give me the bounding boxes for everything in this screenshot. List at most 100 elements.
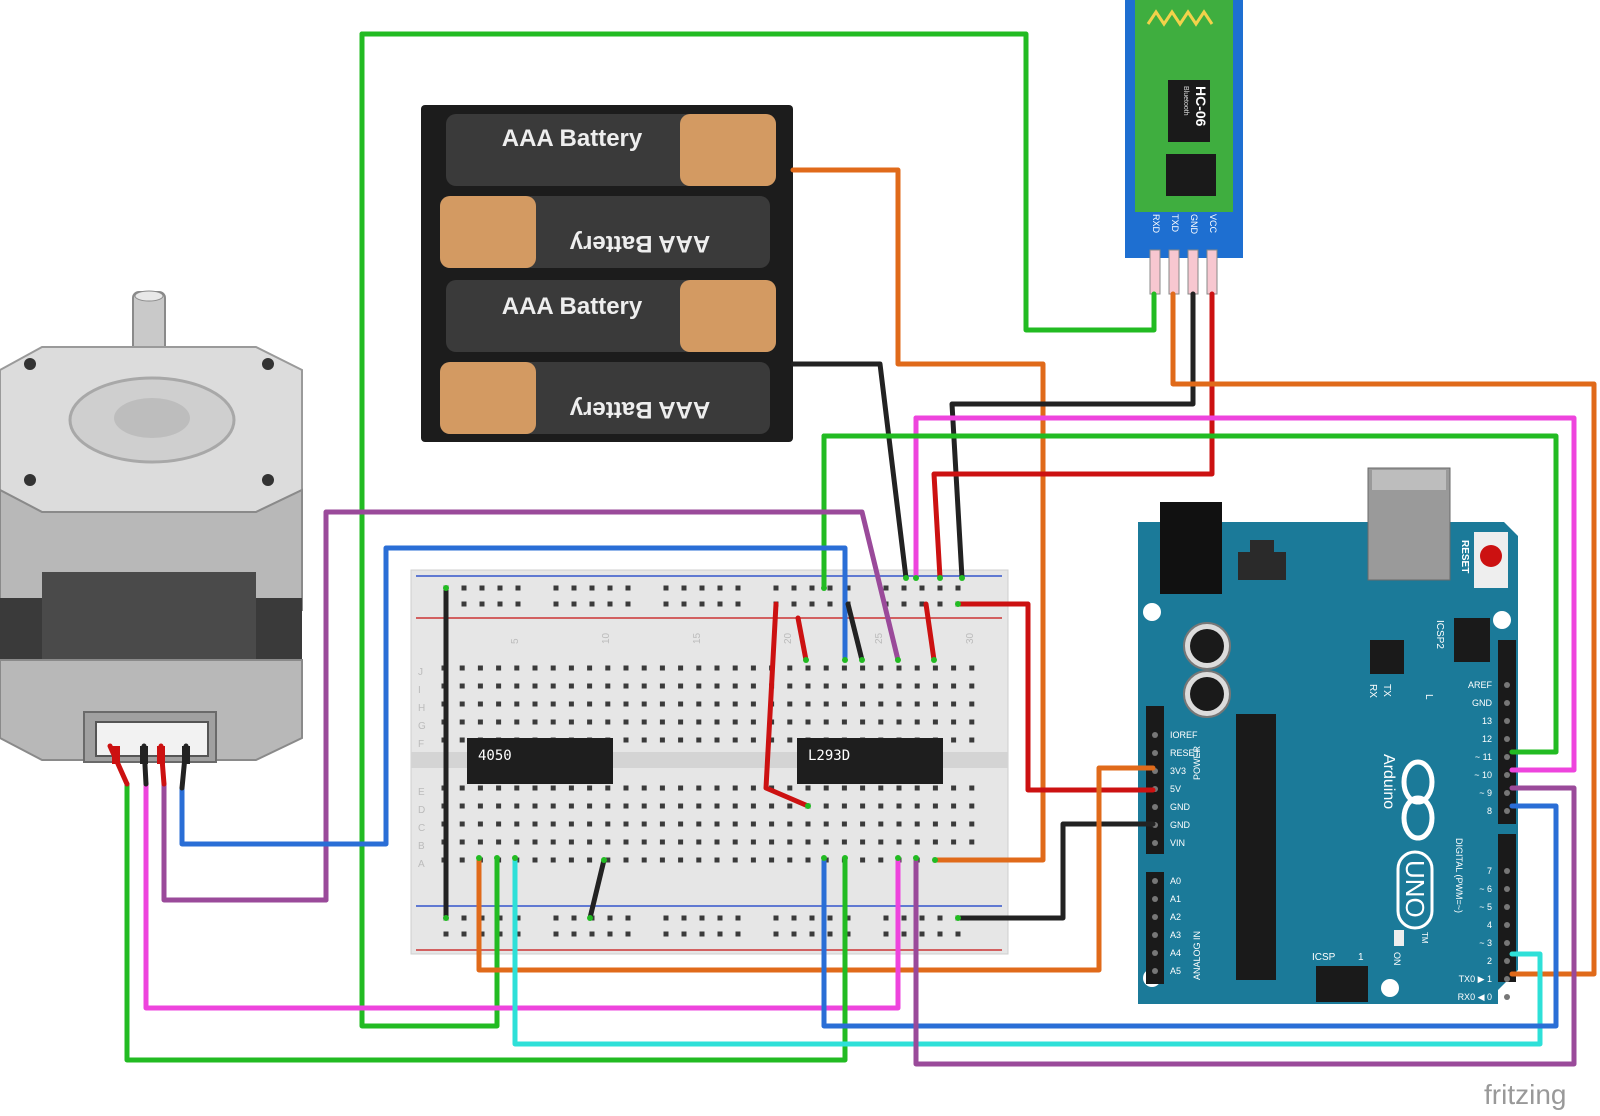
breadboard-rail-hole bbox=[663, 585, 669, 591]
breadboard-hole bbox=[459, 665, 465, 671]
breadboard-hole bbox=[641, 857, 647, 863]
breadboard-hole bbox=[841, 839, 847, 845]
ic-l293d-label: L293D bbox=[808, 748, 850, 764]
breadboard-hole bbox=[696, 701, 702, 707]
breadboard-rail-hole bbox=[883, 931, 889, 937]
breadboard-hole bbox=[896, 665, 902, 671]
breadboard-hole bbox=[714, 821, 720, 827]
wire-end bbox=[587, 915, 593, 921]
breadboard-hole bbox=[550, 701, 556, 707]
breadboard-rail-hole bbox=[663, 931, 669, 937]
purple-wire bbox=[161, 781, 329, 903]
red-wire bbox=[795, 615, 809, 663]
breadboard-hole bbox=[841, 803, 847, 809]
breadboard-hole bbox=[696, 665, 702, 671]
breadboard-hole bbox=[860, 683, 866, 689]
breadboard-hole bbox=[587, 683, 593, 689]
icsp-header bbox=[1316, 966, 1368, 1002]
breadboard-hole bbox=[605, 701, 611, 707]
breadboard-hole bbox=[969, 785, 975, 791]
breadboard-hole bbox=[605, 719, 611, 725]
breadboard-hole bbox=[769, 821, 775, 827]
wire-end bbox=[913, 855, 919, 861]
header-pin bbox=[1152, 968, 1158, 974]
breadboard-hole bbox=[532, 803, 538, 809]
breadboard-rail-hole bbox=[553, 601, 559, 607]
pin-label: ~ 3 bbox=[1479, 938, 1492, 948]
atmega-chip bbox=[1236, 714, 1276, 980]
breadboard-rail-hole bbox=[773, 915, 779, 921]
breadboard-hole bbox=[696, 683, 702, 689]
breadboard-rail-hole bbox=[827, 915, 833, 921]
wire-end bbox=[821, 855, 827, 861]
header-pin bbox=[1152, 840, 1158, 846]
breadboard-rail-hole bbox=[589, 585, 595, 591]
breadboard-hole bbox=[732, 839, 738, 845]
breadboard-hole bbox=[932, 803, 938, 809]
icsp2-header bbox=[1454, 618, 1490, 662]
breadboard-hole bbox=[787, 737, 793, 743]
bb-row-e: E bbox=[418, 787, 425, 798]
bt-pin-vcc: VCC bbox=[1208, 214, 1218, 234]
wire-end bbox=[932, 857, 938, 863]
breadboard-hole bbox=[532, 701, 538, 707]
breadboard-hole bbox=[896, 701, 902, 707]
breadboard-hole bbox=[587, 665, 593, 671]
breadboard-hole bbox=[587, 839, 593, 845]
breadboard-hole bbox=[878, 821, 884, 827]
breadboard-hole bbox=[823, 821, 829, 827]
breadboard-hole bbox=[550, 821, 556, 827]
breadboard-hole bbox=[623, 683, 629, 689]
breadboard-hole bbox=[951, 719, 957, 725]
breadboard-rail-hole bbox=[773, 931, 779, 937]
breadboard-rail-hole bbox=[699, 601, 705, 607]
bt-pin-rxd: RXD bbox=[1151, 214, 1161, 234]
bb-row-i: I bbox=[418, 685, 421, 696]
breadboard-rail-hole bbox=[791, 915, 797, 921]
pin-label: A0 bbox=[1170, 876, 1181, 886]
breadboard-rail-hole bbox=[937, 585, 943, 591]
breadboard-rail-hole bbox=[827, 601, 833, 607]
breadboard-hole bbox=[641, 803, 647, 809]
header-pin bbox=[1152, 750, 1158, 756]
breadboard-hole bbox=[860, 839, 866, 845]
wire-end bbox=[476, 855, 482, 861]
breadboard-hole bbox=[678, 665, 684, 671]
breadboard-hole bbox=[532, 665, 538, 671]
breadboard-hole bbox=[750, 821, 756, 827]
breadboard-hole bbox=[860, 785, 866, 791]
breadboard-hole bbox=[914, 701, 920, 707]
breadboard-hole bbox=[623, 839, 629, 845]
bb-col-25: 25 bbox=[874, 632, 885, 644]
breadboard-hole bbox=[787, 821, 793, 827]
breadboard-hole bbox=[969, 719, 975, 725]
breadboard-hole bbox=[750, 665, 756, 671]
breadboard-hole bbox=[623, 665, 629, 671]
pin-label: TX0 ▶ 1 bbox=[1459, 974, 1492, 984]
red-wire bbox=[158, 743, 167, 787]
black-wire bbox=[845, 601, 865, 663]
header-pin bbox=[1152, 932, 1158, 938]
breadboard-hole bbox=[951, 737, 957, 743]
breadboard-rail-hole bbox=[809, 601, 815, 607]
power-header-label: POWER bbox=[1192, 745, 1202, 780]
pin-label: A3 bbox=[1170, 930, 1181, 940]
bluetooth-chip-label: HC-06 bbox=[1193, 86, 1209, 127]
bb-row-a: A bbox=[418, 859, 425, 870]
header-pin bbox=[1504, 904, 1510, 910]
breadboard-hole bbox=[659, 683, 665, 689]
breadboard-hole bbox=[805, 683, 811, 689]
breadboard-rail-hole bbox=[607, 931, 613, 937]
breadboard-hole bbox=[623, 803, 629, 809]
breadboard-hole bbox=[496, 701, 502, 707]
breadboard-rail-hole bbox=[883, 585, 889, 591]
breadboard-hole bbox=[951, 839, 957, 845]
pin-label: RX0 ◀ 0 bbox=[1458, 992, 1492, 1002]
bb-col-5: 5 bbox=[510, 638, 521, 644]
wire-end bbox=[443, 915, 449, 921]
header-pin bbox=[1504, 868, 1510, 874]
battery-label-1: AAA Battery bbox=[502, 125, 643, 152]
breadboard-rail-hole bbox=[515, 931, 521, 937]
breadboard-hole bbox=[477, 701, 483, 707]
